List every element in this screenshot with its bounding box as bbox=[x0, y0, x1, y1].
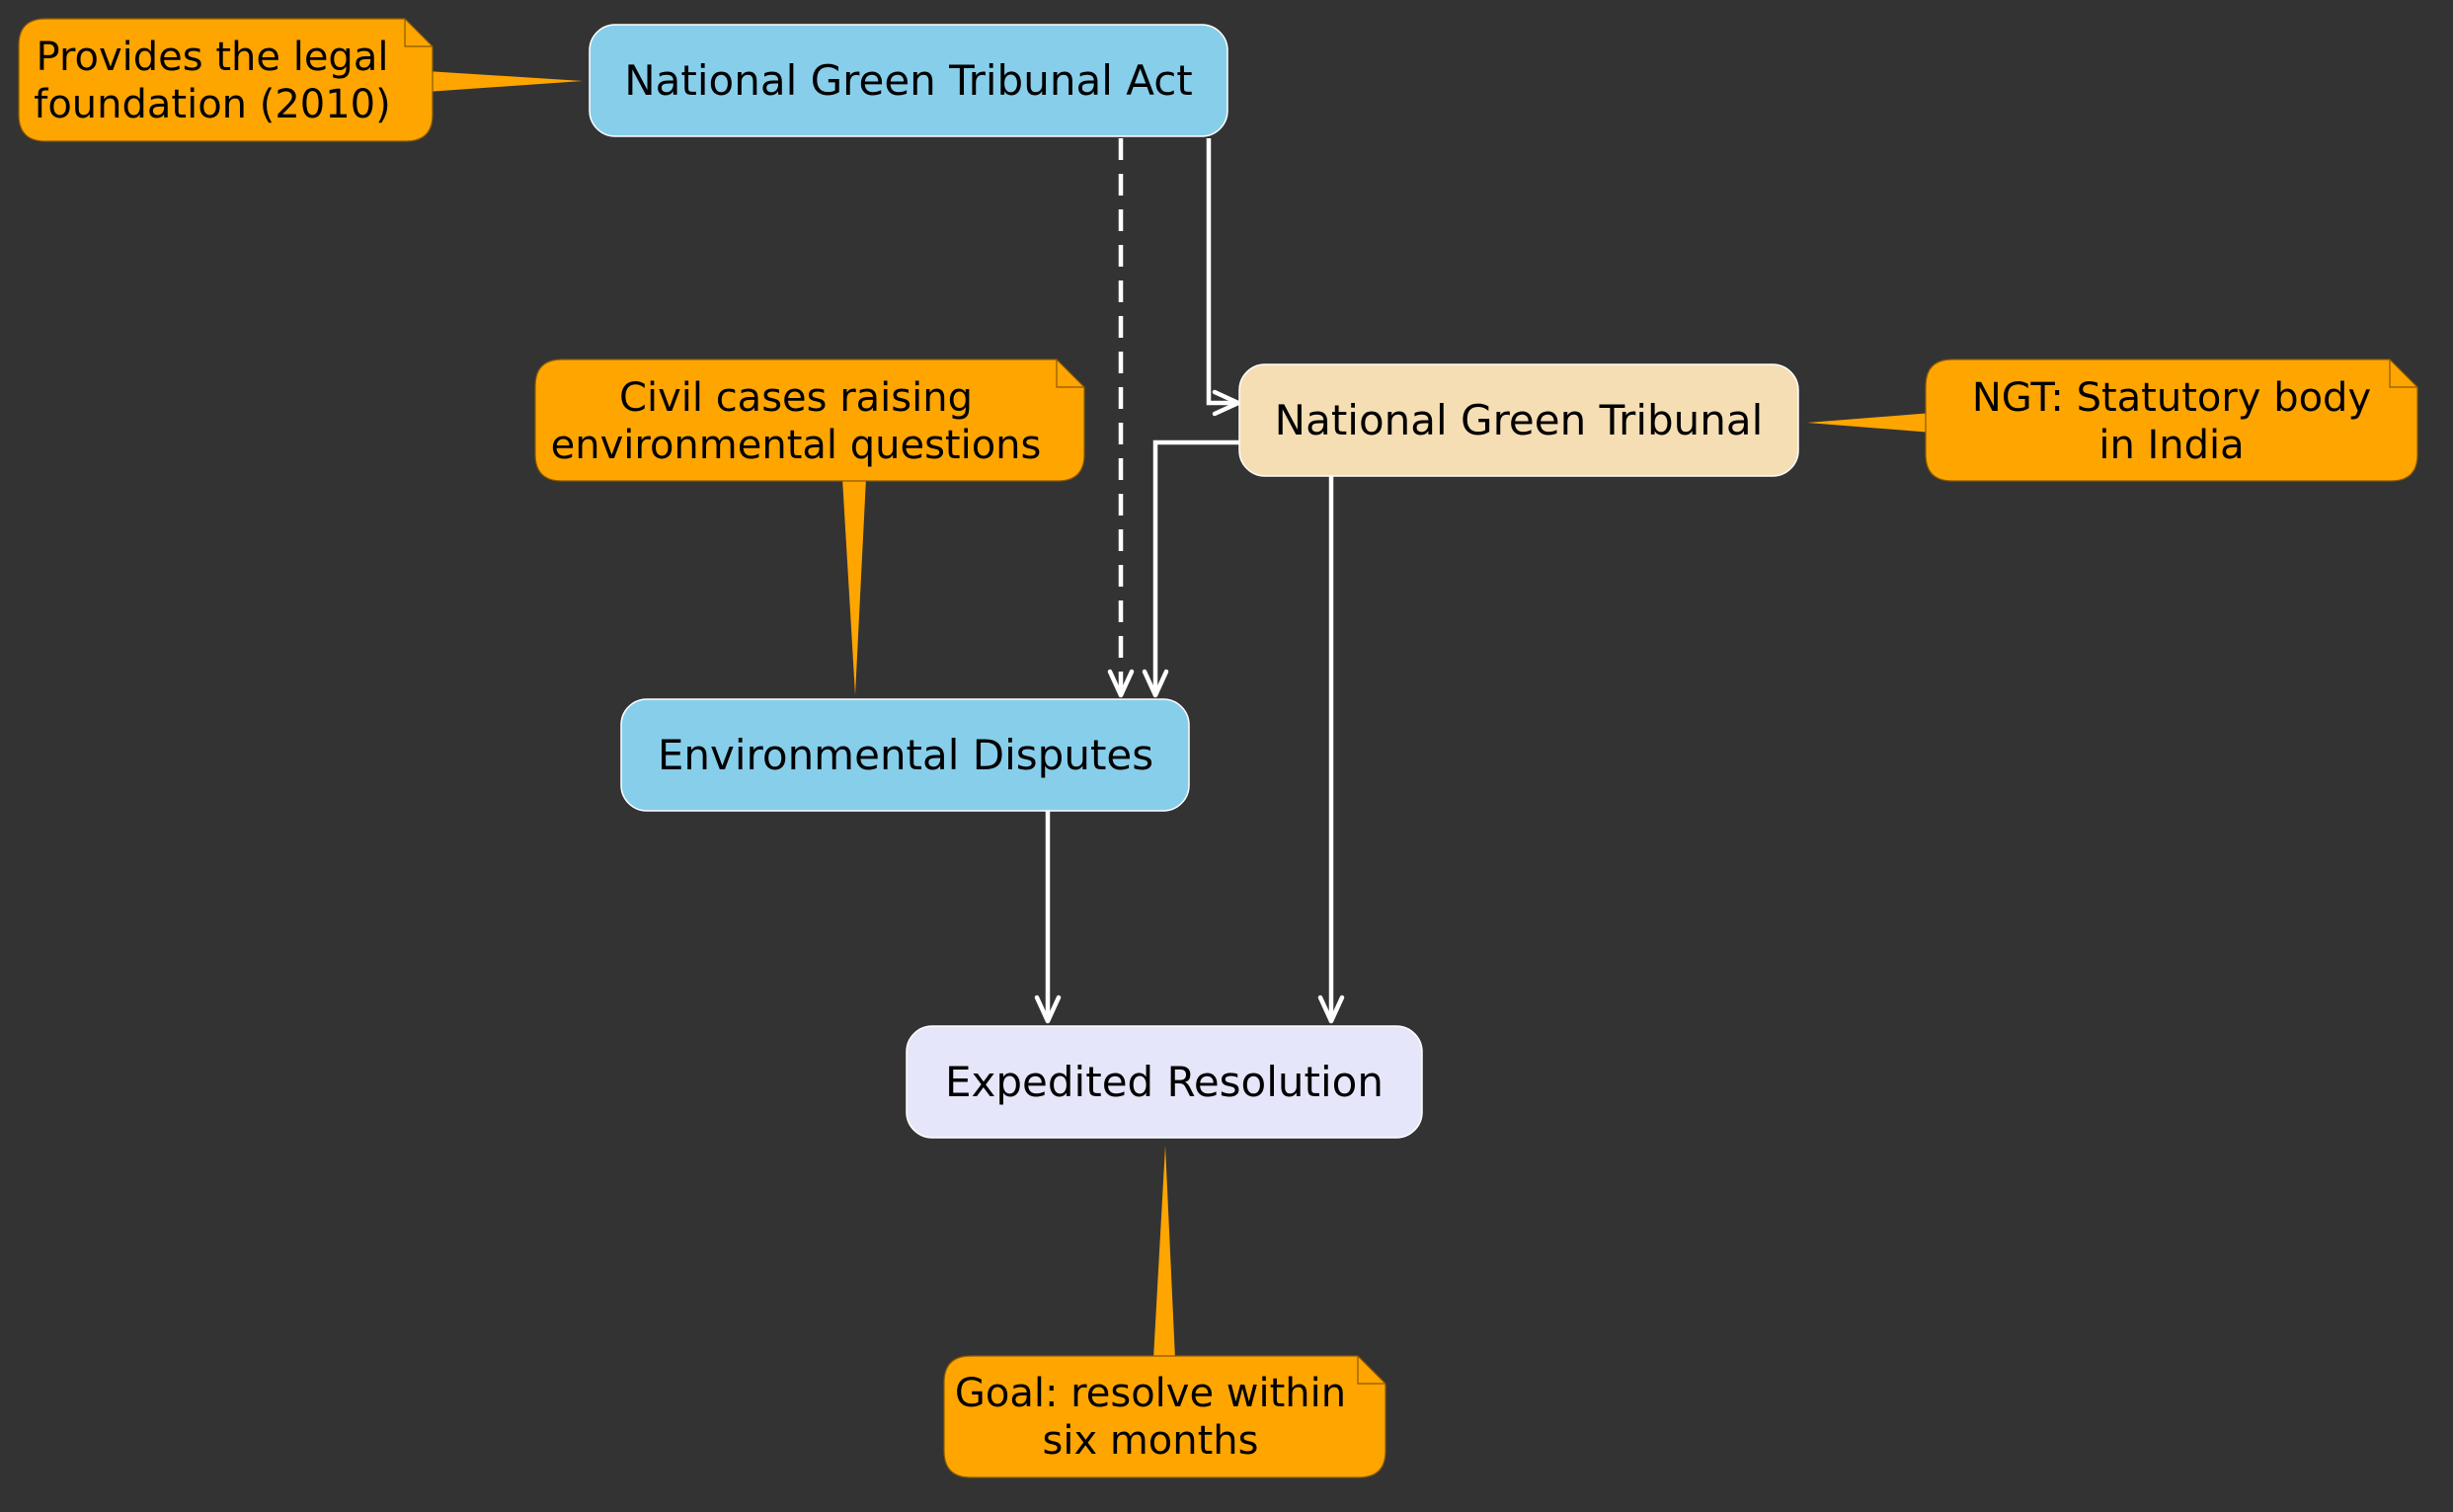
note-act: Provides the legal foundation (2010) bbox=[18, 18, 434, 142]
node-label-tribunal: National Green Tribunal bbox=[1275, 396, 1764, 444]
node-box-tribunal bbox=[1238, 363, 1799, 477]
note-box-tribunal bbox=[1925, 358, 2418, 482]
note-disputes-line-2: environmental questions bbox=[551, 423, 1042, 468]
node-box-act bbox=[589, 24, 1228, 137]
note-fold-tribunal bbox=[2389, 359, 2417, 388]
note-fold-resolution bbox=[1357, 1356, 1385, 1385]
node-national-green-tribunal-act: National Green Tribunal Act bbox=[589, 24, 1228, 137]
edge-act-to-tribunal bbox=[1206, 138, 1234, 406]
arrowhead-act-to-tribunal bbox=[1212, 389, 1241, 417]
note-tribunal-line-2: in India bbox=[2098, 423, 2244, 468]
arrowhead-act-to-disputes bbox=[1107, 669, 1135, 698]
arrowhead-tribunal-to-disputes bbox=[1142, 669, 1169, 698]
pointer-tribunal-note bbox=[1807, 411, 1957, 435]
note-resolution-line-2: six months bbox=[1042, 1418, 1258, 1464]
note-box-act bbox=[18, 18, 434, 142]
arrowhead-disputes-to-resolution bbox=[1034, 995, 1062, 1024]
node-national-green-tribunal: National Green Tribunal bbox=[1238, 363, 1799, 477]
note-fold-disputes bbox=[1056, 359, 1084, 388]
note-act-line-2: foundation (2010) bbox=[34, 82, 391, 127]
node-label-act: National Green Tribunal Act bbox=[624, 56, 1193, 105]
arrowhead-tribunal-to-resolution bbox=[1317, 995, 1345, 1024]
note-act-line-1: Provides the legal bbox=[37, 35, 389, 80]
note-box-resolution bbox=[943, 1355, 1386, 1478]
edges bbox=[1034, 138, 1345, 1024]
node-box-resolution bbox=[906, 1025, 1423, 1139]
note-tribunal: NGT: Statutory body in India bbox=[1925, 358, 2418, 482]
note-resolution: Goal: resolve within six months bbox=[943, 1355, 1386, 1478]
pointer-act-note bbox=[427, 71, 583, 92]
note-disputes: Civil cases raising environmental questi… bbox=[534, 358, 1085, 482]
note-pointers bbox=[427, 71, 1957, 1359]
node-expedited-resolution: Expedited Resolution bbox=[906, 1025, 1423, 1139]
note-disputes-line-1: Civil cases raising bbox=[619, 375, 973, 421]
note-tribunal-line-1: NGT: Statutory body bbox=[1972, 375, 2371, 421]
note-box-disputes bbox=[534, 358, 1085, 482]
node-label-resolution: Expedited Resolution bbox=[945, 1058, 1384, 1106]
edge-tribunal-to-disputes bbox=[1152, 439, 1239, 691]
node-label-disputes: Environmental Disputes bbox=[658, 731, 1153, 779]
note-resolution-line-1: Goal: resolve within bbox=[955, 1371, 1346, 1416]
pointer-disputes-note bbox=[842, 478, 866, 695]
node-box-disputes bbox=[620, 698, 1190, 812]
note-fold-act bbox=[404, 19, 433, 47]
node-environmental-disputes: Environmental Disputes bbox=[620, 698, 1190, 812]
pointer-resolution-note bbox=[1153, 1146, 1175, 1359]
